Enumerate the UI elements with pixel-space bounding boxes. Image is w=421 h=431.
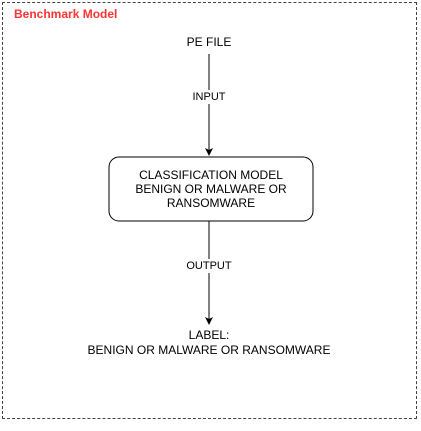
model-line-2: BENIGN OR MALWARE OR: [135, 182, 287, 196]
benchmark-model-container: [2, 2, 417, 419]
container-title: Benchmark Model: [14, 7, 118, 21]
input-edge-label: INPUT: [189, 90, 229, 104]
label-node-values: BENIGN OR MALWARE OR RANSOMWARE: [87, 343, 331, 357]
label-node-title: LABEL:: [188, 328, 230, 342]
classification-model-text: CLASSIFICATION MODEL BENIGN OR MALWARE O…: [109, 157, 313, 221]
model-line-3: RANSOMWARE: [166, 196, 256, 210]
classification-model-box: [108, 156, 314, 222]
model-line-1: CLASSIFICATION MODEL: [139, 168, 283, 182]
pe-file-node: PE FILE: [186, 35, 232, 49]
output-edge-label: OUTPUT: [183, 259, 235, 273]
